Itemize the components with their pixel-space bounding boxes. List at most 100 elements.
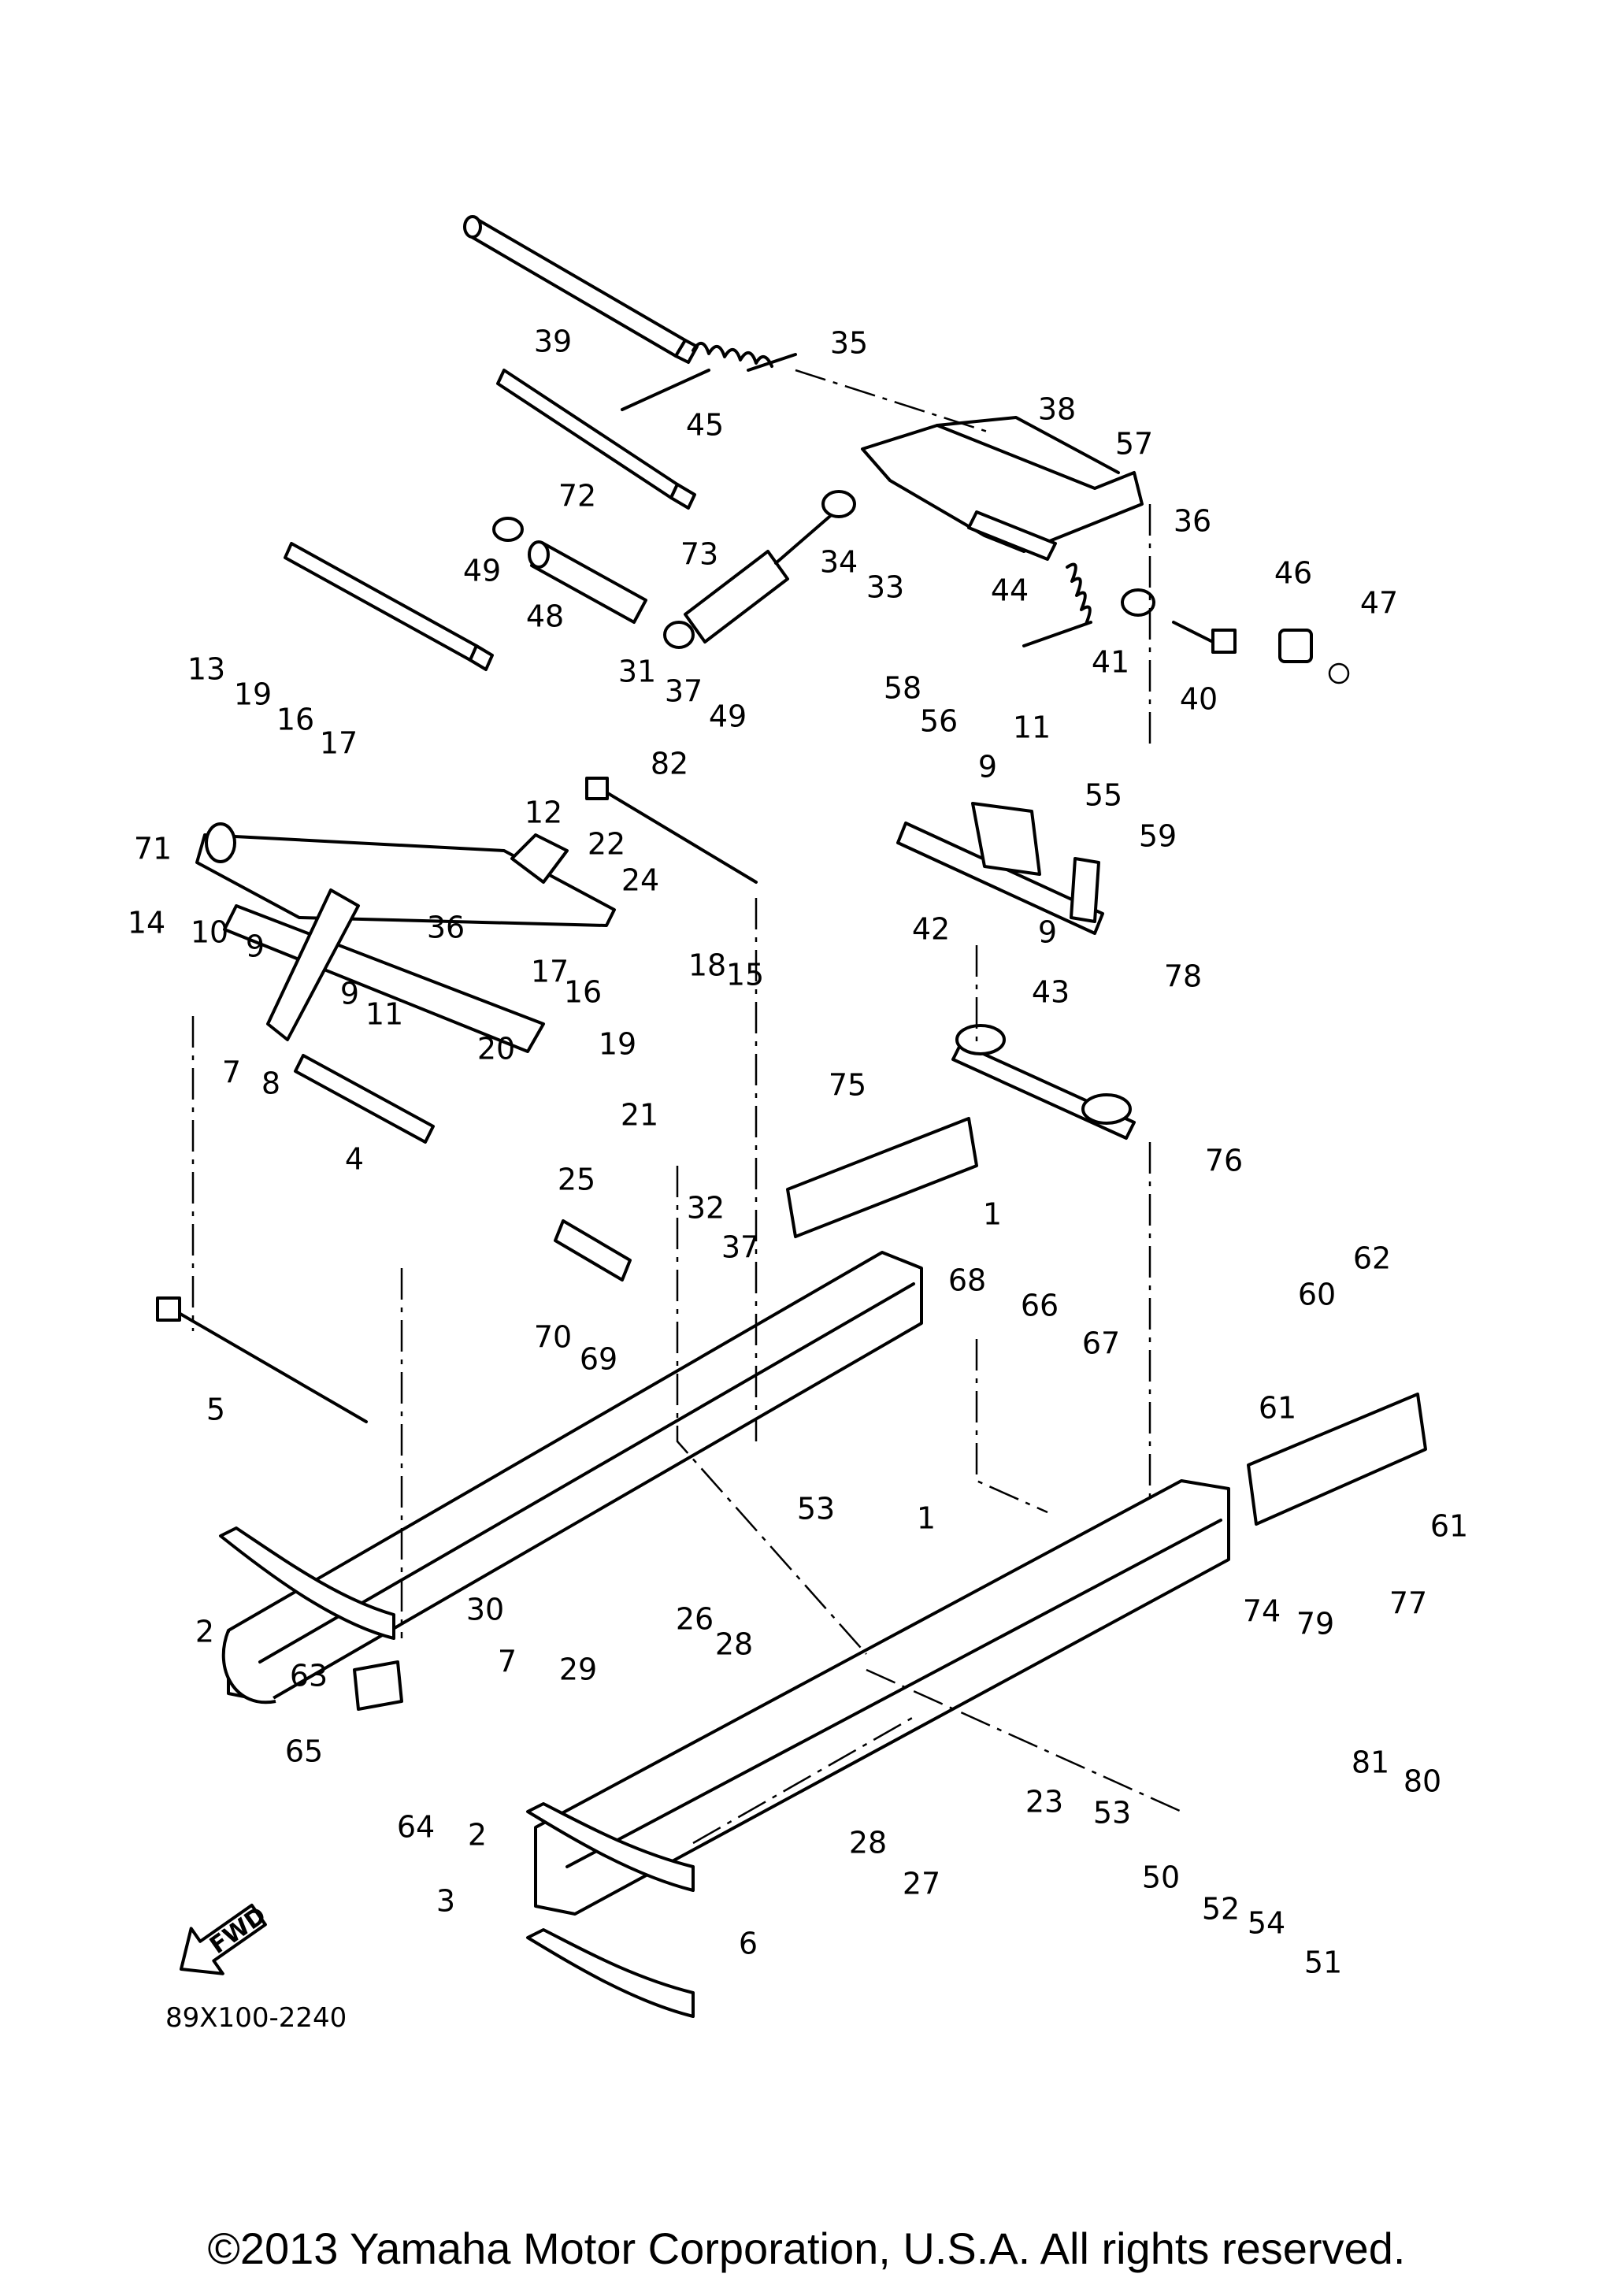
callout-49-upper: 49 — [463, 554, 501, 588]
callout-11-upper: 11 — [1013, 710, 1051, 745]
callout-32: 32 — [687, 1191, 725, 1226]
callout-55: 55 — [1085, 778, 1122, 813]
callout-51: 51 — [1304, 1945, 1342, 1980]
callout-36-upper: 36 — [1174, 504, 1211, 539]
callout-21: 21 — [621, 1098, 658, 1133]
bolt-82 — [585, 777, 758, 884]
shaft-39 — [463, 215, 699, 364]
callout-10: 10 — [191, 915, 228, 950]
spring-45 — [621, 342, 797, 411]
collar-48 — [528, 540, 647, 624]
callout-42: 42 — [912, 912, 950, 947]
callout-15: 15 — [726, 958, 764, 992]
callout-76: 76 — [1205, 1144, 1243, 1178]
callout-17-lower: 17 — [531, 955, 569, 989]
callout-50: 50 — [1142, 1860, 1180, 1895]
callout-35: 35 — [830, 326, 868, 361]
drawing-code: 89X100-2240 — [165, 2002, 347, 2034]
callout-49-lower: 49 — [709, 699, 747, 734]
callout-37-lower: 37 — [721, 1230, 759, 1265]
slider-shoe-2-right — [526, 1802, 695, 2018]
callout-9-upper: 9 — [978, 750, 997, 784]
callout-62: 62 — [1353, 1241, 1391, 1276]
front-arm-assembly — [195, 822, 616, 1053]
plate-74 — [1247, 1393, 1427, 1526]
callout-20: 20 — [477, 1032, 515, 1066]
stopper-63 — [353, 1660, 403, 1711]
callout-22: 22 — [588, 827, 625, 862]
slider-shoe-2-left — [219, 1526, 395, 1640]
assembly-lines — [191, 369, 1182, 1845]
shaft-4 — [294, 1054, 435, 1144]
callout-30: 30 — [466, 1593, 504, 1627]
callout-13: 13 — [187, 652, 225, 687]
shock-absorber-31 — [663, 490, 856, 649]
fwd-label: FWD — [205, 1901, 271, 1960]
callout-24: 24 — [621, 863, 659, 898]
callout-60: 60 — [1298, 1278, 1336, 1312]
callout-69: 69 — [580, 1342, 617, 1377]
callout-28-upper: 28 — [715, 1627, 753, 1662]
callout-71: 71 — [134, 832, 172, 866]
callout-2-lower: 2 — [468, 1818, 487, 1853]
callout-53-upper: 53 — [797, 1492, 835, 1526]
callout-74: 74 — [1243, 1594, 1281, 1629]
callout-7-lower: 7 — [498, 1645, 517, 1679]
callout-80: 80 — [1403, 1764, 1441, 1799]
callout-43: 43 — [1032, 975, 1070, 1010]
callout-37-upper: 37 — [665, 674, 703, 709]
callout-1-upper: 1 — [983, 1197, 1002, 1232]
callout-45: 45 — [686, 408, 724, 443]
callout-14: 14 — [128, 906, 165, 940]
callout-52: 52 — [1202, 1892, 1240, 1927]
callout-70: 70 — [534, 1320, 572, 1355]
bracket-46 — [1278, 629, 1313, 663]
callout-68: 68 — [948, 1263, 986, 1298]
collar-49-upper — [492, 517, 524, 542]
callout-8: 8 — [261, 1066, 280, 1101]
callout-77: 77 — [1389, 1586, 1427, 1621]
shaft-72-upper — [496, 369, 696, 510]
callout-17-upper: 17 — [320, 726, 358, 761]
callout-75: 75 — [829, 1068, 866, 1103]
callout-33: 33 — [866, 570, 904, 605]
callout-18: 18 — [688, 948, 726, 983]
bracket-75 — [786, 1117, 978, 1238]
callout-54: 54 — [1248, 1906, 1285, 1941]
callout-46: 46 — [1274, 556, 1312, 591]
clip-47 — [1328, 662, 1350, 684]
fwd-arrow-icon: FWD — [180, 1901, 272, 1975]
slide-rail-right — [534, 1479, 1230, 1916]
callout-27: 27 — [903, 1867, 940, 1901]
callout-38: 38 — [1038, 392, 1076, 427]
callout-41: 41 — [1092, 645, 1129, 680]
collar-25 — [554, 1219, 632, 1282]
callout-5: 5 — [206, 1393, 225, 1427]
callout-56: 56 — [920, 704, 958, 739]
callout-64: 64 — [397, 1810, 435, 1845]
callout-63: 63 — [290, 1659, 328, 1693]
bolt-5 — [156, 1296, 368, 1423]
callout-28-lower: 28 — [849, 1826, 887, 1860]
callout-16-lower: 16 — [564, 975, 602, 1010]
rear-arm-42 — [896, 802, 1104, 935]
callout-34: 34 — [820, 545, 858, 580]
callout-1-lower: 1 — [917, 1501, 936, 1536]
callout-44: 44 — [991, 573, 1029, 608]
callout-82: 82 — [651, 747, 688, 781]
callout-81: 81 — [1352, 1745, 1389, 1780]
callout-53-lower: 53 — [1093, 1796, 1131, 1830]
spring-44 — [1022, 562, 1092, 647]
callout-19-upper: 19 — [234, 677, 272, 712]
callout-numbers: 39 45 35 38 57 72 73 36 49 34 33 48 44 4… — [128, 325, 1468, 1980]
callout-40: 40 — [1180, 682, 1218, 717]
callout-25: 25 — [558, 1163, 595, 1197]
callout-7-upper: 7 — [222, 1055, 241, 1090]
callout-9-middle: 9 — [340, 977, 359, 1011]
callout-61-right: 61 — [1430, 1509, 1468, 1544]
slide-rail-left — [221, 1251, 923, 1704]
callout-16-upper: 16 — [276, 703, 314, 737]
callout-4: 4 — [345, 1142, 364, 1177]
callout-31: 31 — [618, 655, 656, 689]
